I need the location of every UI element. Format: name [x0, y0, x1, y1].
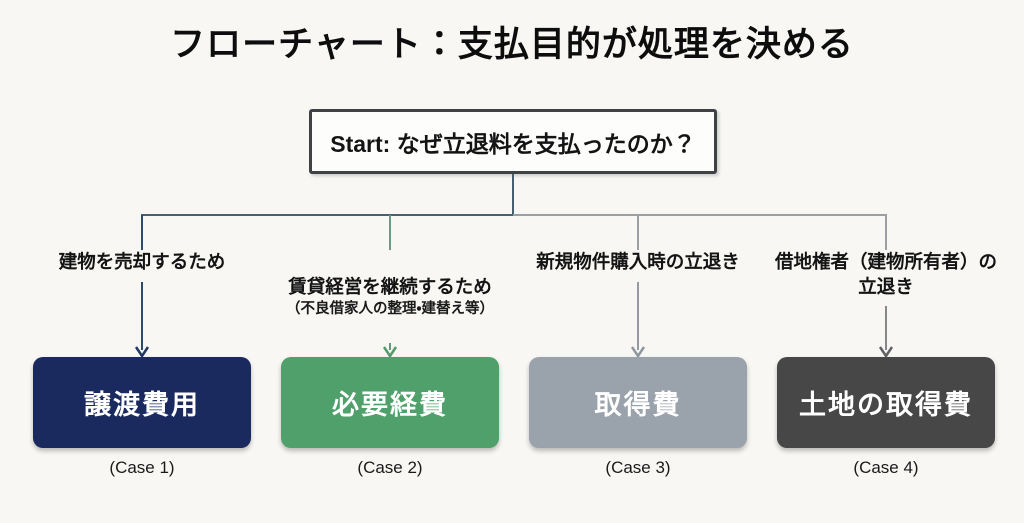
case1-label: (Case 1) [109, 458, 175, 477]
result-box-label: 譲渡費用 [84, 390, 200, 420]
branch2-condition: 賃貸経営を継続するため （不良借家人の整理・建替え等） [270, 250, 510, 344]
result-box-necessary-expense: 必要経費 [281, 357, 499, 448]
result-box-land-acquisition-cost: 土地の取得費 [777, 357, 995, 448]
branch1-condition: 建物を売却するため [22, 250, 262, 275]
result-box-label: 取得費 [594, 390, 682, 420]
start-node-label: Start: なぜ立退料を支払ったのか？ [330, 130, 696, 157]
result-box-label: 土地の取得費 [799, 390, 973, 420]
branch4-condition: 借地権者（建物所有者）の 立退き [766, 250, 1006, 300]
result-box-label: 必要経費 [332, 390, 448, 420]
start-node: Start: なぜ立退料を支払ったのか？ [309, 109, 717, 174]
result-box-acquisition-cost: 取得費 [529, 357, 747, 448]
case4-label: (Case 4) [853, 458, 919, 477]
branch1-arrow-icon [134, 346, 150, 359]
result-box-transfer-cost: 譲渡費用 [33, 357, 251, 448]
case2-label: (Case 2) [357, 458, 423, 477]
branch2-condition-text: 賃貸経営を継続するため [288, 275, 492, 297]
branch4-arrow-icon [878, 346, 894, 359]
branch2-condition-note: （不良借家人の整理・建替え等） [286, 300, 494, 317]
branch3-condition: 新規物件購入時の立退き [518, 250, 758, 275]
branch3-arrow-icon [630, 346, 646, 359]
branch2-arrow-icon [382, 346, 398, 359]
page-title: フローチャート：支払目的が処理を決める [170, 25, 854, 64]
case3-label: (Case 3) [605, 458, 671, 477]
